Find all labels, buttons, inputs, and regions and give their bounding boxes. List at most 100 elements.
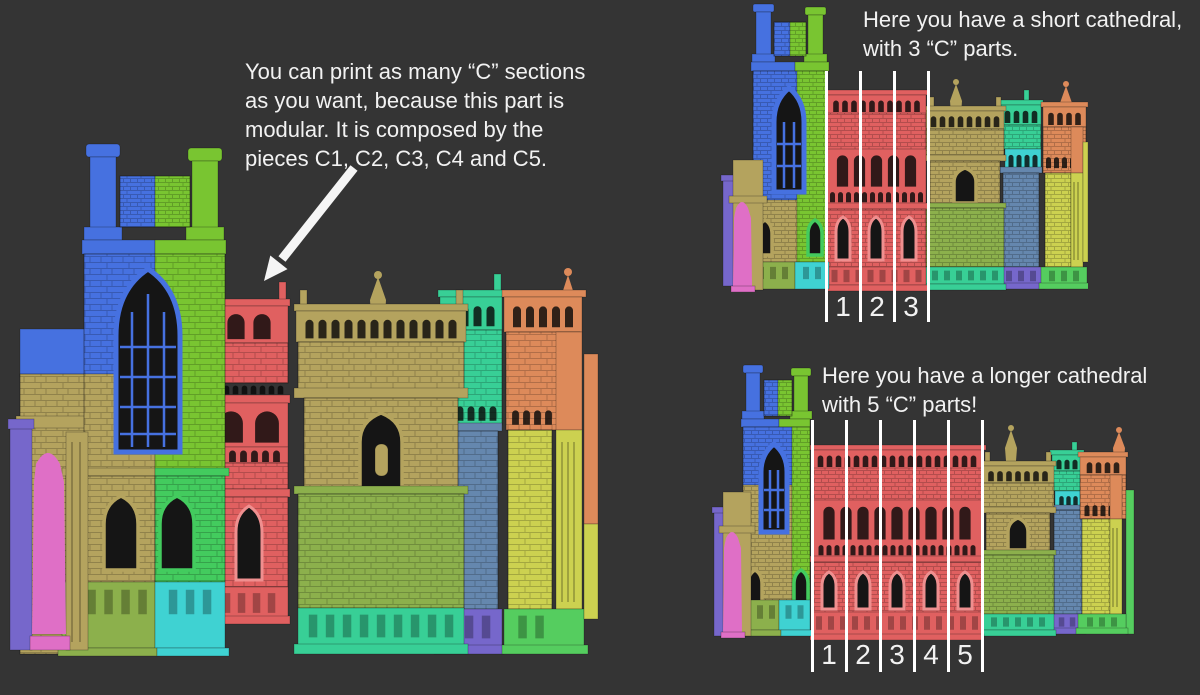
- entrance-statue-group: [720, 159, 768, 292]
- orange-section: [1038, 81, 1088, 290]
- note-line: as you want, because this part is: [245, 88, 565, 113]
- gold-chapel-section: [979, 425, 1057, 637]
- section-divider-line: [893, 71, 896, 322]
- teal-gallery-section: [433, 273, 505, 655]
- balustrade: [445, 406, 497, 421]
- base-pilasters: [168, 589, 212, 615]
- base-pilasters: [831, 269, 922, 283]
- lower-window: [158, 494, 196, 572]
- note-line: with 3 “C” parts.: [863, 36, 1019, 61]
- note-line: Here you have a short cathedral,: [863, 7, 1183, 32]
- base-pilasters: [991, 617, 1045, 627]
- balustrade: [513, 306, 573, 328]
- base-pilasters: [1049, 270, 1079, 282]
- arcade-arches: [836, 155, 917, 187]
- c-part-number: 2: [855, 639, 871, 670]
- note-line: modular. It is composed by the: [245, 117, 544, 142]
- entrance-statue-group: [711, 491, 756, 639]
- modular-note-text: You can print as many “C” sections as yo…: [245, 57, 585, 173]
- c-part-number: 4: [923, 639, 939, 670]
- base-pilasters: [1058, 617, 1076, 627]
- c-section-window: [867, 215, 885, 262]
- base-pilasters: [803, 266, 821, 280]
- gold-chapel-section: [293, 271, 469, 655]
- note-line: You can print as many “C” sections: [245, 59, 586, 84]
- base-pilasters: [222, 593, 276, 613]
- c-part-number: 2: [869, 291, 885, 322]
- base-pilasters: [1087, 617, 1117, 627]
- long-cathedral-render: [711, 364, 1135, 640]
- section-divider-line: [879, 420, 882, 672]
- base-pilasters: [816, 616, 978, 630]
- c-section-window: [234, 504, 264, 582]
- lower-window: [102, 494, 140, 572]
- balustrade: [305, 319, 457, 339]
- section-divider-line: [981, 420, 984, 672]
- section-divider-line: [913, 420, 916, 672]
- arcade-arches: [227, 314, 271, 340]
- note-line: with 5 “C” parts!: [822, 392, 978, 417]
- long-section-numbers: 1 2 3 4 5: [812, 639, 982, 671]
- long-note-text: Here you have a longer cathedral with 5 …: [822, 361, 1147, 419]
- teal-gallery-section: [996, 89, 1046, 290]
- lower-window: [806, 217, 824, 257]
- balustrade: [1056, 459, 1078, 470]
- c-part-number: 1: [821, 639, 837, 670]
- balustrade: [218, 450, 280, 462]
- note-line: Here you have a longer cathedral: [822, 363, 1148, 388]
- orange-section: [1075, 427, 1135, 635]
- c-part-number: 5: [957, 639, 973, 670]
- base-pilasters: [758, 266, 788, 280]
- c-section-window: [834, 215, 852, 262]
- c-section-window: [820, 570, 838, 611]
- arcade-arches: [823, 506, 971, 540]
- balustrade: [1059, 496, 1078, 507]
- section-divider-line: [859, 71, 862, 322]
- teal-gallery-section: [1047, 441, 1087, 635]
- monk-statue: [32, 453, 66, 634]
- main-cathedral-render: [8, 143, 599, 657]
- base-pilasters: [308, 614, 454, 638]
- base-pilasters: [518, 615, 544, 639]
- tower-gothic-window: [771, 84, 807, 195]
- balustrade: [1008, 154, 1038, 168]
- orange-section: [501, 268, 599, 655]
- section-divider-line: [845, 420, 848, 672]
- monk-statue: [733, 202, 752, 286]
- base-pilasters: [447, 615, 491, 639]
- section-divider-line: [927, 71, 930, 322]
- chapel-niche-window: [1006, 516, 1030, 552]
- short-cathedral-render: [720, 3, 1088, 292]
- entrance-statue-group: [8, 418, 89, 651]
- gold-chapel-section: [923, 79, 1007, 291]
- bell-tower-section: [738, 364, 813, 637]
- c-part-number: 3: [903, 291, 919, 322]
- c-section-window: [888, 570, 906, 611]
- arcade-arches: [219, 411, 279, 443]
- short-section-numbers: 1 2 3: [826, 291, 928, 323]
- c-section-window: [854, 570, 872, 611]
- note-line: pieces C1, C2, C3, C4 and C5.: [245, 146, 548, 171]
- c-section-window: [900, 215, 918, 262]
- balustrade: [930, 116, 1000, 128]
- section-divider-line: [811, 420, 814, 672]
- bell-tower-section: [750, 3, 830, 290]
- balustrade: [830, 192, 923, 203]
- monk-statue: [723, 532, 742, 634]
- balustrade: [1048, 112, 1081, 125]
- balustrade: [1004, 110, 1038, 123]
- chapel-niche-window: [952, 166, 978, 205]
- balustrade: [988, 471, 1048, 482]
- section-divider-line: [947, 420, 950, 672]
- balustrade: [833, 100, 920, 112]
- balustrade: [817, 455, 977, 467]
- red-c-sections: [824, 89, 929, 292]
- short-note-text: Here you have a short cathedral, with 3 …: [863, 5, 1182, 63]
- base-pilasters: [1006, 270, 1036, 282]
- base-pilasters: [785, 605, 804, 619]
- tower-gothic-window: [758, 440, 790, 535]
- pointer-arrow-icon: [264, 165, 358, 281]
- red-c-sections: [809, 444, 987, 640]
- balustrade: [1086, 462, 1120, 474]
